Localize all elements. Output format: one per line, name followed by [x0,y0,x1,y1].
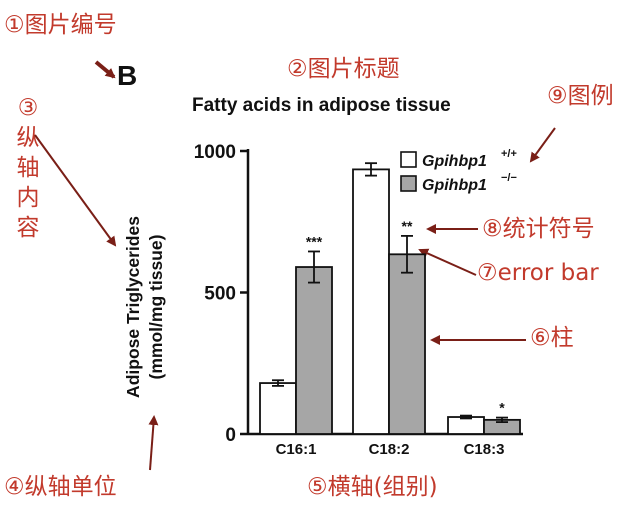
significance-marker: ** [402,218,413,234]
x-tick-label: C16:1 [276,441,317,458]
arrow-y-axis-unit [148,415,159,471]
arrow-y-axis-content [34,134,117,247]
annotation-y-axis-unit: ④纵轴单位 [4,474,117,500]
annotation-figure-number: ①图片编号 [4,12,117,38]
annotation-arrows [34,60,556,471]
x-tick-label: C18:2 [369,441,410,458]
chart-title: Fatty acids in adipose tissue [192,95,451,116]
arrow-figure-number [94,60,116,79]
annotation-bar: ⑥柱 [530,325,574,351]
y-tick-label: 500 [204,284,236,305]
significance-marker: *** [306,233,323,249]
legend-label: Gpihbp1 [422,177,487,194]
significance-marker: * [499,400,505,416]
legend-swatch [400,151,417,168]
annotation-error-bar: ⑦error bar [477,260,599,286]
panel-letter: B [117,60,138,91]
annotation-x-axis-groups: ⑤横轴(组别) [307,474,438,500]
legend-superscript: +/+ [501,148,517,160]
legend-swatch [400,175,417,192]
arrow-error-bar [418,248,477,276]
legend-label: Gpihbp1 [422,153,487,170]
plot-area: 0 500 1000 *** C16:1 ** C18:2 * C18:3 [194,142,523,458]
arrow-legend [529,127,556,163]
y-tick-label: 1000 [194,142,236,163]
legend-superscript: −/− [501,172,517,184]
bar [447,416,485,435]
bar [295,266,333,435]
legend: Gpihbp1 +/+ Gpihbp1 −/− [400,148,517,194]
annotation-y-axis-content: ③纵轴内容 [16,95,40,241]
annotation-legend: ⑨图例 [547,83,614,109]
y-tick-label: 0 [225,425,236,446]
x-tick-label: C18:3 [464,441,505,458]
bar [352,168,390,435]
bar [259,382,297,435]
annotation-figure-title: ②图片标题 [287,56,400,82]
bar [388,253,426,435]
annotation-stat-symbol: ⑧统计符号 [482,216,595,242]
